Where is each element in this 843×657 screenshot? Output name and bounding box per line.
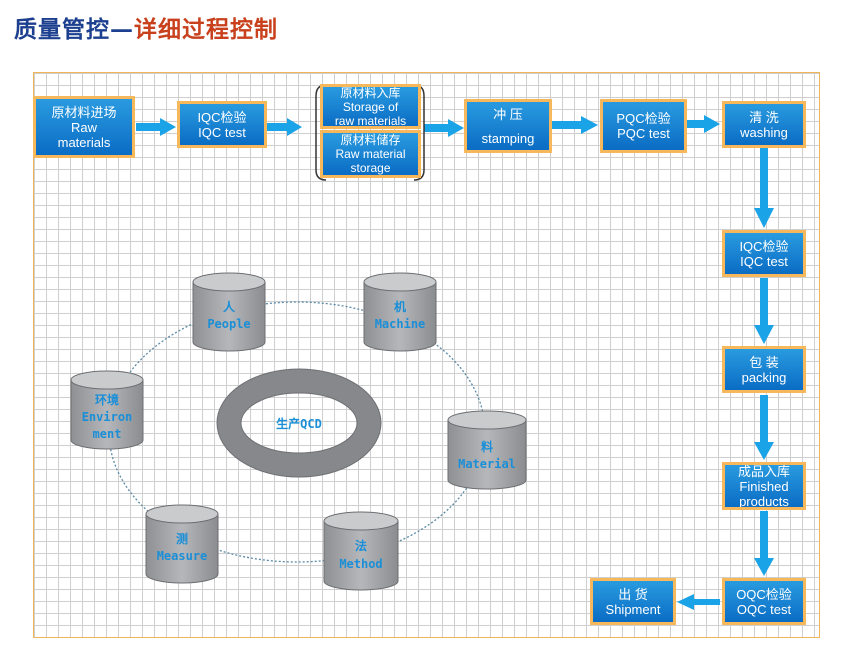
cylinder-environment (70, 370, 144, 450)
packing-en: packing (741, 369, 787, 385)
box-storage-in: 原材料入库 Storage of raw materials (320, 84, 421, 129)
material-en: Material (458, 457, 516, 471)
stamping-cn: 冲 压 (493, 106, 523, 122)
oqc-cn: OQC检验 (736, 586, 792, 602)
box-packing: 包 装 packing (722, 346, 806, 393)
qcd-ring (217, 369, 381, 477)
storage-in-en2: raw materials (334, 113, 407, 128)
box-finished-products: 成品入库 Finished products (722, 462, 806, 510)
machine-cn: 机 (394, 299, 406, 314)
arrow-storage-to-stamping (424, 119, 464, 137)
measure-cn: 测 (176, 531, 188, 546)
finished-en1: Finished (739, 478, 789, 494)
method-en: Method (339, 557, 382, 571)
raw-cn: 原材料进场 (51, 104, 117, 120)
title-main: 质量管控— (14, 16, 134, 43)
shipment-cn: 出 货 (618, 586, 648, 602)
shipment-en: Shipment (605, 601, 661, 617)
arrow-washing-to-iqc (754, 148, 774, 228)
people-en: People (207, 317, 250, 331)
box-iqc-test-2: IQC检验 IQC test (722, 230, 806, 277)
box-pqc-test: PQC检验 PQC test (600, 99, 687, 153)
cylinder-machine (363, 272, 437, 352)
box-shipment: 出 货 Shipment (590, 578, 676, 625)
finished-cn: 成品入库 (737, 463, 790, 479)
arrow-finished-to-oqc (754, 511, 774, 576)
raw-en1: Raw (70, 119, 97, 135)
pqc-en: PQC test (617, 126, 670, 141)
box-raw-materials: 原材料进场 Raw materials (33, 96, 135, 158)
environment-en1: Environ (82, 410, 133, 424)
box-raw-storage: 原材料储存 Raw material storage (320, 130, 421, 178)
title-sub: 详细过程控制 (134, 16, 278, 43)
pqc-cn: PQC检验 (616, 111, 671, 126)
raw-en2: materials (57, 134, 111, 150)
arrow-pqc-to-washing (687, 115, 720, 133)
arrow-iqc-to-packing (754, 278, 774, 344)
environment-en2: ment (93, 427, 122, 441)
environment-cn: 环境 (95, 392, 119, 407)
arrow-oqc-to-shipment (677, 594, 720, 610)
stamping-en: stamping (481, 130, 535, 146)
qcd-label: 生产QCD (276, 416, 322, 431)
box-stamping: 冲 压 stamping (464, 99, 552, 153)
storage-en2: storage (350, 161, 391, 175)
oqc-en: OQC test (736, 601, 792, 617)
cylinder-people (192, 272, 266, 352)
iqc2-cn: IQC检验 (739, 238, 789, 254)
storage-en1: Raw material (335, 147, 406, 161)
washing-en: washing (740, 124, 788, 140)
iqc1-en: IQC test (198, 124, 246, 140)
box-washing: 清 洗 washing (722, 101, 806, 148)
iqc1-cn: IQC检验 (197, 109, 247, 125)
arrow-stamping-to-pqc (552, 116, 598, 134)
storage-in-cn: 原材料入库 (340, 85, 401, 100)
people-cn: 人 (223, 299, 236, 314)
cylinder-material (447, 410, 527, 490)
iqc2-en: IQC test (740, 253, 788, 269)
arrow-packing-to-finished (754, 395, 774, 460)
finished-en2: products (739, 493, 789, 509)
cylinder-method (323, 511, 399, 591)
method-cn: 法 (355, 538, 367, 553)
packing-cn: 包 装 (749, 354, 779, 370)
storage-in-en1: Storage of (342, 99, 399, 114)
arrow-iqc-to-storage (266, 118, 302, 136)
arrow-raw-to-iqc (136, 118, 176, 136)
page-title: 质量管控—详细过程控制 (14, 10, 278, 44)
machine-en: Machine (375, 317, 426, 331)
cylinder-measure (145, 504, 219, 584)
box-oqc-test: OQC检验 OQC test (722, 578, 806, 625)
washing-cn: 清 洗 (749, 109, 779, 125)
storage-cn: 原材料储存 (340, 133, 401, 147)
material-cn: 料 (481, 439, 493, 454)
box-iqc-test-1: IQC检验 IQC test (177, 101, 267, 148)
measure-en: Measure (157, 549, 208, 563)
